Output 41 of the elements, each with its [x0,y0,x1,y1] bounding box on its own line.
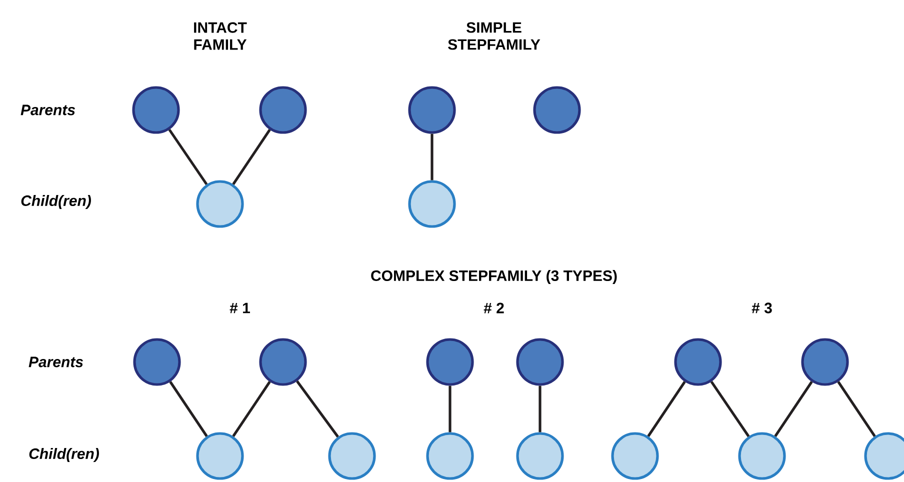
parent-circle [801,338,849,386]
connector-line [296,380,339,438]
heading: SIMPLE STEPFAMILY [448,22,540,50]
connector-line [538,386,542,432]
connector-line [232,381,271,437]
connector-line [168,128,208,186]
row-label: Parents [20,104,75,116]
parent-circle [426,338,474,386]
child-circle [516,432,564,480]
type-number: # 3 [752,302,772,314]
connector-line [430,134,434,180]
parent-circle [674,338,722,386]
type-number: # 2 [484,302,504,314]
heading: INTACT FAMILY [194,22,247,50]
parent-circle [259,338,307,386]
row-label: Child(ren) [29,448,99,462]
parent-circle [516,338,564,386]
child-circle [611,432,659,480]
parent-circle [533,86,581,134]
connector-line [448,386,452,432]
row-label: Child(ren) [21,195,91,209]
child-circle [328,432,376,480]
parent-circle [133,338,181,386]
child-circle [196,432,244,480]
connector-line [837,381,876,437]
connector-line [710,380,750,438]
connector-line [169,381,208,437]
parent-circle [259,86,307,134]
connector-line [232,129,271,185]
child-circle [738,432,786,480]
child-circle [426,432,474,480]
row-label: Parents [28,356,83,368]
connector-line [647,381,686,437]
connector-line [774,381,813,437]
parent-circle [408,86,456,134]
heading: COMPLEX STEPFAMILY (3 TYPES) [371,270,617,284]
child-circle [408,180,456,228]
parent-circle [132,86,180,134]
type-number: # 1 [230,302,250,314]
child-circle [864,432,904,480]
child-circle [196,180,244,228]
